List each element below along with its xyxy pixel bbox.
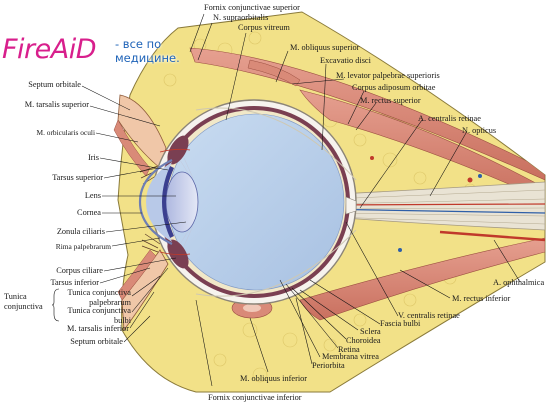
label-fascia-bulbi: Fascia bulbi — [380, 319, 421, 328]
label-tc-palpebrarum-line-1: Tunica conjunctiva — [67, 288, 131, 297]
ciliary-body-upper — [167, 135, 189, 165]
label-n-opticus: N. opticus — [462, 126, 497, 135]
label-a-centralis-retinae: A. centralis retinae — [418, 114, 481, 123]
label-tc-palpebrarum: Tunica conjunctiva palpebrarum — [52, 288, 131, 308]
anterior-chamber — [146, 162, 172, 242]
cornea — [138, 159, 173, 245]
watermark-logo: FireAiD - все по медицине. — [2, 34, 197, 74]
label-m-orbicularis-oculi: M. orbicularis oculi — [36, 128, 96, 137]
ciliary-body-lower — [167, 239, 189, 269]
label-tunica-conjunctiva-line-2: conjunctiva — [4, 302, 43, 311]
label-m-levator: M. levator palpebrae superioris — [336, 71, 440, 80]
label-m-rectus-inferior: M. rectus inferior — [452, 294, 511, 303]
lens — [165, 171, 199, 233]
label-rima-palpebrarum: Rima palpebrarum — [55, 242, 111, 251]
label-tunica-conjunctiva-line-1: Tunica — [4, 292, 27, 301]
label-tc-bulbi-line-1: Tunica conjunctiva — [67, 306, 131, 315]
label-fornix-superior: Fornix conjunctivae superior — [204, 3, 300, 12]
label-septum-orbitale-bottom: Septum orbitale — [70, 337, 123, 346]
label-tunica-conjunctiva: Tunica conjunctiva — [4, 292, 43, 312]
label-n-supraorbitalis: N. supraorbitalis — [213, 13, 269, 22]
label-choroidea: Choroidea — [346, 336, 381, 345]
rectus-inferior-muscle — [299, 237, 545, 321]
optic-nerve — [317, 181, 545, 231]
ophthalmic-artery — [439, 230, 545, 242]
label-sclera: Sclera — [360, 327, 381, 336]
tunica-brace — [52, 288, 60, 322]
label-tarsus-superior: Tarsus superior — [52, 173, 103, 182]
label-fornix-inferior: Fornix conjunctivae inferior — [208, 393, 302, 402]
label-cornea: Cornea — [77, 208, 101, 217]
label-retina: Retina — [338, 345, 360, 354]
watermark-title: FireAiD — [2, 34, 97, 65]
obliquus-superior-muscle — [247, 59, 301, 87]
label-tc-palpebrarum-line-2: palpebrarum — [89, 298, 131, 307]
watermark-subtitle-line-1: - все по — [115, 37, 162, 51]
rectus-superior-muscle — [299, 89, 545, 201]
label-excavatio-disci: Excavatio disci — [320, 56, 371, 65]
label-m-rectus-superior: M. rectus superior — [360, 96, 421, 105]
label-m-obliquus-inferior: M. obliquus inferior — [240, 374, 308, 383]
label-septum-orbitale-top: Septum orbitale — [28, 80, 81, 89]
watermark-subtitle: - все по медицине. — [115, 37, 180, 65]
label-periorbita: Periorbita — [312, 361, 345, 370]
label-corpus-adiposum: Corpus adiposum orbitae — [352, 83, 436, 92]
watermark-subtitle-line-2: медицине. — [115, 51, 180, 65]
label-corpus-vitreum: Corpus vitreum — [238, 23, 290, 32]
label-tarsus-inferior: Tarsus inferior — [50, 278, 100, 287]
label-lens: Lens — [84, 191, 101, 200]
label-zonula-ciliaris: Zonula ciliaris — [56, 227, 105, 236]
label-tc-bulbi: Tunica conjunctiva bulbi — [52, 306, 131, 326]
label-m-obliquus-superior: M. obliquus superior — [290, 43, 360, 52]
label-corpus-ciliare: Corpus ciliare — [56, 266, 103, 275]
label-membrana-vitrea: Membrana vitrea — [322, 352, 379, 361]
optic-disc — [345, 196, 357, 215]
label-m-tarsalis-superior: M. tarsalis superior — [24, 100, 89, 109]
label-a-ophthalmica: A. ophthalmica — [493, 278, 545, 287]
label-iris: Iris — [87, 153, 99, 162]
label-tc-bulbi-line-2: bulbi — [113, 316, 131, 325]
label-v-centralis-retinae: V. centralis retinae — [398, 311, 460, 320]
levator-palpebrae-muscle — [189, 47, 545, 181]
label-m-tarsalis-inferior: M. tarsalis inferior — [67, 324, 129, 333]
